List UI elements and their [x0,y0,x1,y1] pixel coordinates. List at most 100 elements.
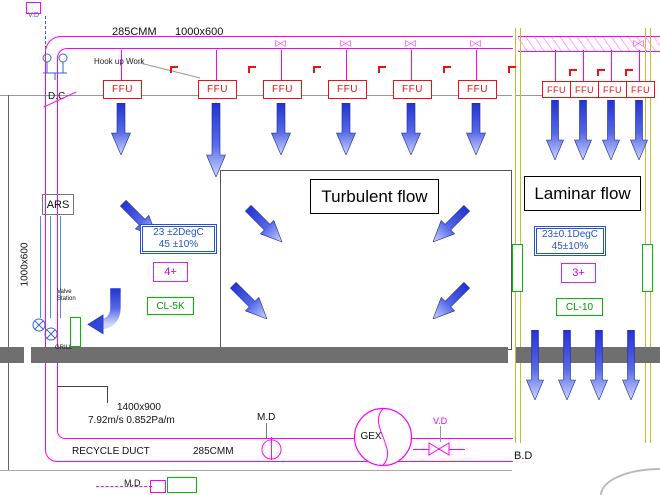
return-grille-icon [512,244,523,292]
sensor-tick-icon [378,66,386,73]
laminar-cleanliness-class: CL-10 [556,298,603,316]
duct-size-label: 1000x600 [175,26,224,38]
side-grill-icon [70,317,81,347]
laminar-wall-right [645,28,651,443]
supply-duct-outer [45,36,513,462]
vd-top-label: V.D [28,12,40,19]
md-damper-icon [261,439,282,460]
vd-damper-label: V.D [433,416,448,426]
airflow-down-arrow [526,330,544,400]
recycle-duct-label: RECYCLE DUCT [72,446,150,457]
turbulent-temperature: 23 ±2DegC [153,227,204,238]
duct-valve-icon [340,39,351,48]
sensor-tick-icon [625,69,633,76]
valve-icon [32,318,46,332]
floor-slab-line [0,470,512,471]
leader-line [107,386,108,403]
airflow-down-arrow [558,330,576,400]
recycle-flow-rate: 285CMM [193,446,234,457]
laminar-temperature: 23±0.1DegC [541,229,599,240]
airflow-down-arrow [401,103,421,155]
control-pipe-line [40,216,41,318]
duct-flow-rate-label: 285CMM [112,26,157,38]
sensor-tick-icon [170,66,178,73]
laminar-pressure-class: 3+ [561,263,596,283]
airflow-down-arrow [111,103,131,155]
ffu-unit: FFU [542,81,571,98]
turbulent-cleanliness-class: CL-5K [147,297,194,315]
airflow-down-arrow [206,103,226,177]
ffu-drop-line [611,50,612,81]
sensor-tick-icon [443,66,451,73]
dashed-duct-line [96,486,152,487]
left-wall-line [8,95,9,470]
sensor-tick-icon [248,66,256,73]
fan-label: GEX [360,431,382,442]
ffu-unit: FFU [598,81,627,98]
ffu-unit: FFU [626,81,655,98]
laminar-supply-duct [518,36,660,52]
airflow-down-arrow [590,330,608,400]
hookup-note: Hook up Work [94,57,145,66]
sensor-tick-icon [597,69,605,76]
ffu-drop-line [555,50,556,81]
laminar-conditions-box: 23±0.1DegC 45±10% [534,226,606,256]
leader-line [440,426,441,442]
small-duct-box [150,480,166,493]
ffu-drop-line [476,50,477,80]
sensor-tick-icon [508,66,516,73]
turbulent-pressure-class: 4+ [153,262,188,282]
ffu-unit: FFU [198,80,237,99]
laminar-wall-left [515,28,521,443]
supply-duct-inner [57,48,513,439]
airflow-down-arrow [630,100,648,160]
airflow-down-arrow [271,103,291,155]
ffu-unit: FFU [263,80,302,99]
duct-valve-icon [275,39,286,48]
ffu-unit: FFU [328,80,367,99]
bd-damper-label: B.D [514,450,533,462]
leader-line [58,386,108,387]
valve-station-label: Valve Station [57,289,76,302]
ffu-drop-line [216,50,217,80]
duct-valve-icon [405,39,416,48]
ffu-drop-line [281,50,282,80]
turbulent-flow-label: Turbulent flow [310,179,439,214]
control-dashed-line [45,16,46,54]
turbulent-conditions-box: 23 ±2DegC 45 ±10% [140,224,217,254]
airflow-down-arrow [602,100,620,160]
raised-floor-left [0,347,508,363]
return-grille-icon [642,244,653,292]
turbulent-humidity: 45 ±10% [158,239,199,250]
ffu-unit: FFU [570,81,599,98]
sensor-tick-icon [569,69,577,76]
laminar-humidity: 45±10% [551,241,589,252]
duct-valve-icon [470,39,481,48]
airflow-down-arrow [336,103,356,155]
ffu-drop-line [121,50,122,80]
airflow-curved-arrow [87,288,121,335]
ffu-unit: FFU [393,80,432,99]
bottom-grille-icon [167,477,197,493]
ars-box: ARS [42,194,74,215]
ffu-drop-line [346,50,347,80]
ffu-unit: FFU [103,80,142,99]
return-duct-size: 1400x900 [117,402,161,413]
grill-label: GRILL [55,345,73,351]
fan-icon [353,407,413,467]
top-left-box [26,2,41,14]
laminar-flow-label: Laminar flow [524,176,641,211]
airflow-down-arrow [466,103,486,155]
control-pipe-line [60,216,61,318]
airflow-down-arrow [574,100,592,160]
md-damper-label: M.D [257,412,276,423]
airflow-down-arrow [546,100,564,160]
leader-line [266,423,267,438]
floor-gap [24,347,31,363]
ceiling-line-left [0,95,512,96]
raised-floor-right [516,347,660,363]
control-pipe-line [50,216,51,318]
riser-size-label: 1000x600 [19,242,31,287]
sensor-tick-icon [313,66,321,73]
